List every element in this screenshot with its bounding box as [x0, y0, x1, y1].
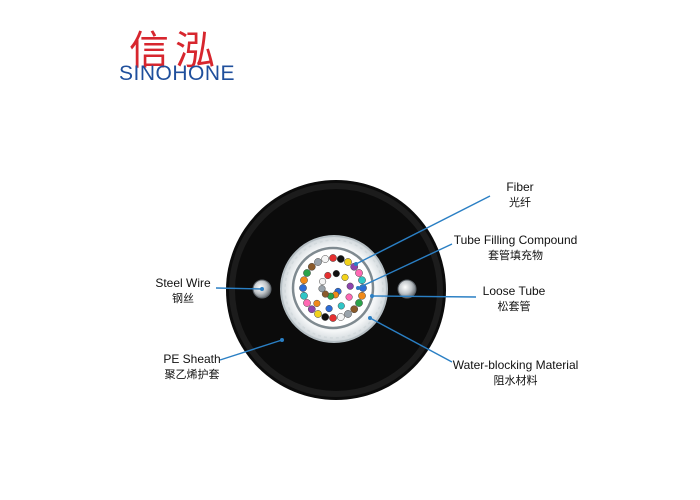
fiber [329, 254, 337, 262]
fiber [303, 269, 311, 277]
fiber [355, 299, 363, 307]
fiber [321, 313, 330, 321]
fiber [337, 302, 345, 310]
label-pe-sheath-en: PE Sheath [163, 352, 221, 366]
leader-dot-fiber [354, 262, 358, 266]
fiber [336, 255, 345, 263]
label-loose-tube-cn: 松套管 [497, 300, 531, 313]
label-fiber-cn: 光纤 [509, 196, 531, 209]
leader-loose-tube [371, 295, 477, 298]
fiber [358, 276, 366, 285]
fiber [324, 271, 332, 280]
fiber [307, 262, 316, 271]
leader-dot-pe-sheath [280, 338, 284, 342]
leader-lines [215, 195, 491, 363]
leader-dot-filling [356, 286, 360, 290]
fiber [314, 258, 322, 266]
label-steel-wire: Steel Wire 钢丝 [148, 276, 218, 306]
leader-dot-water-block [368, 316, 372, 320]
fiber [332, 270, 340, 278]
label-water-block-cn: 阻水材料 [493, 374, 538, 387]
fiber [350, 305, 359, 314]
label-water-block: Water-blocking Material 阻水材料 [448, 358, 583, 388]
fiber [300, 276, 308, 285]
label-pe-sheath-cn: 聚乙烯护套 [164, 368, 220, 381]
pe-sheath-texture [229, 183, 443, 397]
steel-wire-right [397, 279, 417, 299]
water-blocking-dash [284, 239, 384, 339]
logo-chinese: 信泓 [129, 28, 221, 74]
fiber-bundle [299, 254, 367, 322]
fiber [319, 277, 327, 286]
label-loose-tube-en: Loose Tube [482, 284, 546, 298]
logo-english: SINOHONE [118, 62, 235, 85]
label-filling: Tube Filling Compound 套管填充物 [448, 233, 583, 263]
label-water-block-en: Water-blocking Material [452, 358, 579, 372]
fiber [344, 258, 352, 266]
leader-steel-wire [215, 287, 263, 290]
label-pe-sheath: PE Sheath 聚乙烯护套 [152, 352, 232, 382]
leader-dot-loose-tube [370, 294, 374, 298]
leader-fiber [355, 195, 491, 265]
fiber [341, 273, 349, 281]
fiber [346, 282, 354, 290]
leader-filling [357, 243, 453, 289]
label-steel-wire-cn: 钢丝 [172, 292, 194, 305]
fiber [303, 299, 311, 307]
label-fiber-en: Fiber [506, 180, 534, 194]
fiber [318, 285, 326, 293]
fiber [344, 310, 352, 318]
label-filling-cn: 套管填充物 [488, 249, 543, 262]
fiber [345, 293, 353, 301]
fiber [314, 310, 322, 318]
fiber [299, 284, 307, 292]
label-filling-en: Tube Filling Compound [453, 233, 578, 247]
fiber [300, 291, 308, 300]
fiber [325, 305, 333, 313]
label-fiber: Fiber 光纤 [490, 180, 550, 210]
label-loose-tube: Loose Tube 松套管 [474, 284, 554, 314]
fiber [336, 313, 345, 321]
leader-dot-steel-wire [260, 287, 264, 291]
fiber [321, 255, 330, 263]
leader-pe-sheath [219, 339, 283, 361]
fiber [313, 299, 321, 307]
leader-water-block [369, 317, 453, 363]
label-steel-wire-en: Steel Wire [155, 276, 211, 290]
fiber [307, 305, 316, 314]
fiber [358, 291, 366, 300]
fiber [355, 269, 363, 277]
fiber [329, 314, 337, 322]
fiber [321, 290, 329, 298]
